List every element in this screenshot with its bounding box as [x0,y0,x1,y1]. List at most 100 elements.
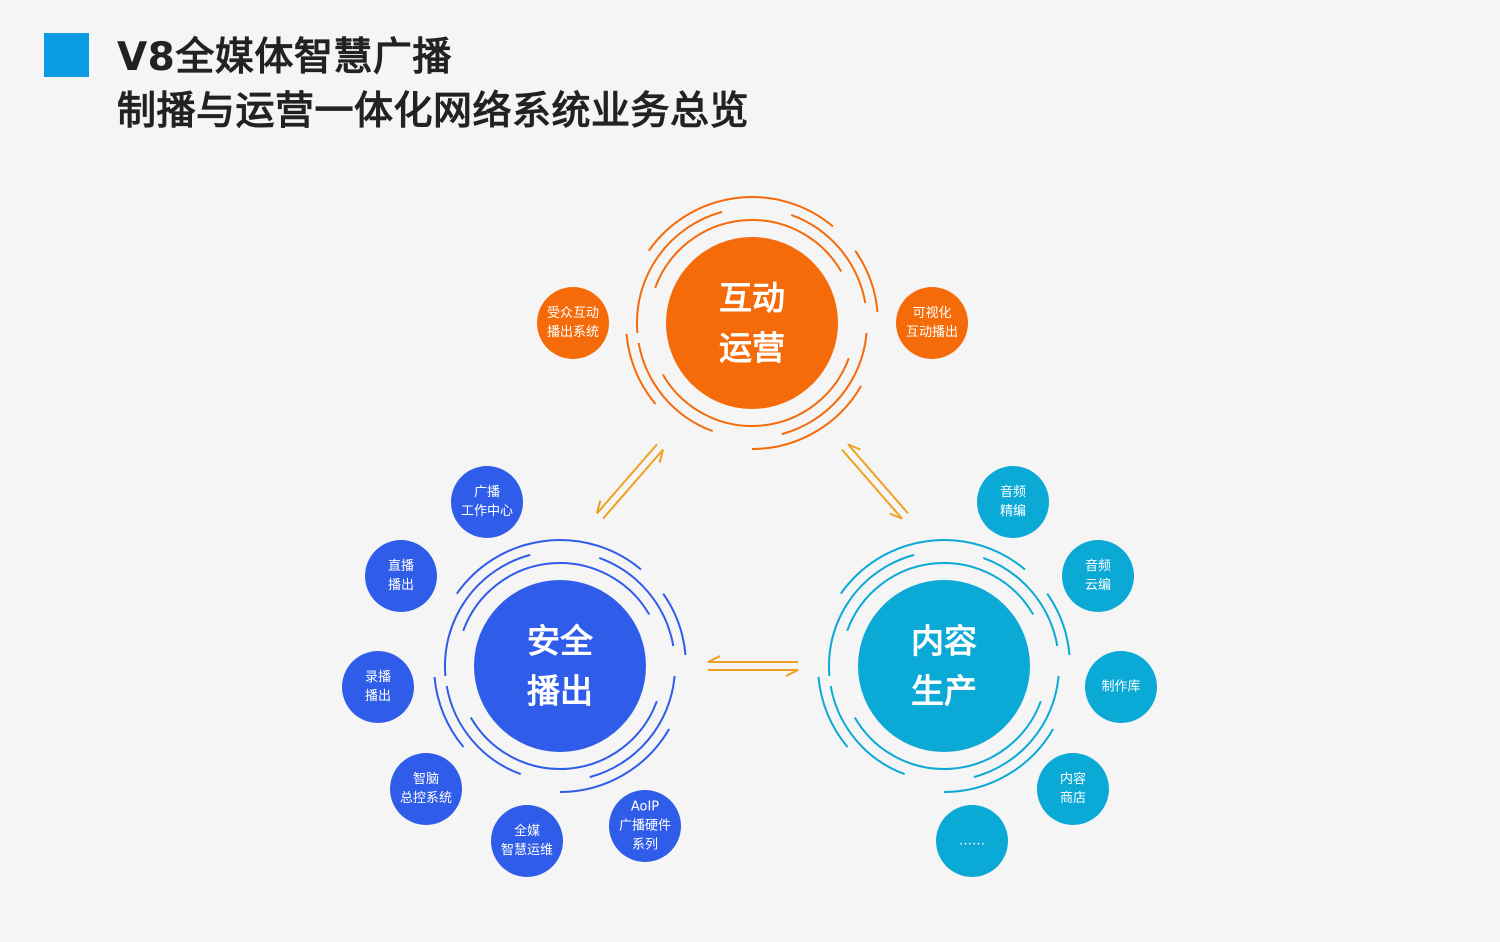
flow-arrows [596,443,909,677]
satellite-circle [365,540,437,612]
hub-ring-arc [853,700,1042,770]
arrow-forward [841,448,903,520]
arrow-interactive-content [841,443,909,520]
arrow-backward [847,443,909,515]
hub-ring-arc [662,593,687,656]
satellite-circle [342,651,414,723]
satellite-circle [390,753,462,825]
satellite-content-1-line-1: 音频 [1000,484,1026,500]
hub-content-line-1: 内容 [911,622,977,661]
satellite-broadcast-2-line-1: 直播 [388,559,414,574]
hub-ring-arc [559,728,670,793]
hub-ring-arc [846,562,1035,632]
satellite-circle [1037,753,1109,825]
hub-ring-arc [943,728,1054,793]
satellite-content-5: …… [936,805,1008,877]
satellite-broadcast-3-line-2: 播出 [365,689,391,704]
satellite-circle [936,805,1008,877]
satellite-circle [537,287,609,359]
hub-ring-arc [647,196,834,252]
satellite-broadcast-6-line-2: 广播硬件 [619,819,671,834]
hub-ring-arc [598,556,675,647]
title-line-1: V8全媒体智慧广播 [117,35,452,80]
satellite-broadcast-4-line-1: 智脑 [413,772,439,787]
hub-broadcast-circle [474,580,646,752]
hub-ring-arc [654,219,843,289]
hub-ring-arc [635,210,723,334]
satellite-circle [1062,540,1134,612]
arrow-broadcast-content [707,655,799,677]
hub-ring-arc [973,675,1060,779]
hub-ring-arc [443,553,531,677]
hub-ring-arc [817,676,849,748]
hub-broadcast-line-2: 播出 [527,672,593,711]
hub-broadcast-line-1: 安全 [527,622,594,661]
satellite-broadcast-6-line-3: 系列 [632,838,658,853]
satellite-content-5-line-1: …… [959,834,985,849]
hub-ring-arc [839,539,1026,595]
hub-content-rings [817,539,1071,793]
title-line-2: 制播与运营一体化网络系统业务总览 [117,89,750,134]
satellite-content-4-line-1: 内容 [1060,771,1086,787]
satellite-broadcast-1-line-1: 广播 [474,485,500,500]
hub-ring-arc [462,562,651,632]
hub-ring-arc [790,213,867,304]
hub-interactive-line-2: 运营 [719,329,785,368]
satellite-circle [609,790,681,862]
satellite-broadcast-5-line-1: 全媒 [514,823,540,839]
satellite-content-4-line-2: 商店 [1060,791,1086,806]
hub-ring-arc [751,385,862,450]
satellite-circle [977,466,1049,538]
satellite-circle [451,466,523,538]
satellite-broadcast-6-line-1: AoIP [631,800,659,815]
satellite-broadcast-1-line-2: 工作中心 [461,504,513,519]
arrow-broadcast-interactive [596,443,664,520]
satellite-content-1-line-2: 精编 [1000,504,1026,519]
satellite-circle [491,805,563,877]
hub-ring-arc [625,333,657,405]
hub-interactive-circle [666,237,838,409]
arrow-forward [708,669,799,677]
satellite-content-3-line-1: 制作库 [1101,679,1140,695]
arrow-backward [707,655,798,663]
arrow-backward [596,443,658,515]
satellite-content-2-line-2: 云编 [1085,578,1111,593]
hub-ring-arc [589,675,676,779]
satellite-interactive-1-line-2: 播出系统 [547,325,599,340]
satellite-broadcast-4-line-2: 总控系统 [400,791,452,806]
satellite-circle [896,287,968,359]
hub-ring-arc [469,700,658,770]
satellite-interactive-1-line-1: 受众互动 [547,306,599,321]
hub-ring-arc [455,539,642,595]
satellite-broadcast-3-line-1: 录播 [365,670,391,685]
header-square-icon [44,33,89,77]
hub-ring-arc [1046,593,1071,656]
arrow-forward [602,448,664,520]
hub-content-line-2: 生产 [911,672,977,711]
hub-interactive-line-1: 互动 [719,279,785,318]
hub-ring-arc [637,342,714,433]
hub-interactive-rings [625,196,879,450]
satellite-circle [1085,651,1157,723]
hub-broadcast-rings [433,539,687,793]
satellite-content-2-line-1: 音频 [1085,558,1111,574]
hub-content-circle [858,580,1030,752]
hub-ring-arc [433,676,465,748]
satellite-broadcast-5-line-2: 智慧运维 [501,842,553,858]
satellite-interactive-2-line-1: 可视化 [912,306,951,321]
satellite-broadcast-2-line-2: 播出 [388,578,414,593]
hub-ring-arc [445,685,522,776]
